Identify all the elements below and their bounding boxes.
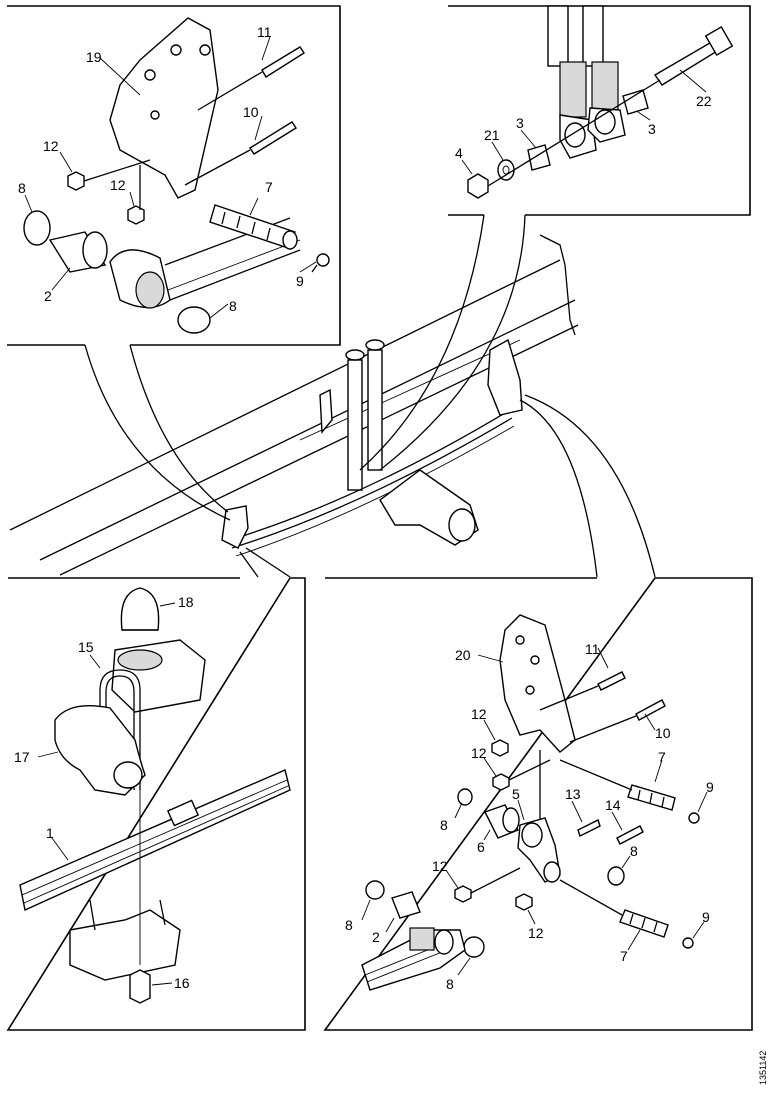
callout-leaders xyxy=(84,214,656,578)
label-8: 8 xyxy=(345,917,353,933)
label-8: 8 xyxy=(18,180,26,196)
label-15: 15 xyxy=(78,639,94,655)
figure-reference: 1351142 xyxy=(758,1051,768,1085)
label-19: 19 xyxy=(86,49,102,65)
label-3: 3 xyxy=(516,115,524,131)
label-18: 18 xyxy=(178,594,194,610)
label-1: 1 xyxy=(46,825,54,841)
label-17: 17 xyxy=(14,749,30,765)
panel-axle-u-bolt-mounting xyxy=(6,577,306,1031)
label-3: 3 xyxy=(648,121,656,137)
label-7: 7 xyxy=(265,179,273,195)
label-11: 11 xyxy=(257,24,272,40)
panel-shock-absorber-mount xyxy=(448,5,751,216)
label-9: 9 xyxy=(296,273,304,289)
panel-front-hanger-exploded xyxy=(7,5,341,346)
panel-rear-hanger-exploded xyxy=(323,577,753,1031)
label-9: 9 xyxy=(702,909,710,925)
overview-chassis xyxy=(9,234,579,576)
label-12: 12 xyxy=(471,745,487,761)
label-16: 16 xyxy=(174,975,190,991)
label-13: 13 xyxy=(565,786,581,802)
label-14: 14 xyxy=(605,797,621,813)
label-4: 4 xyxy=(455,145,463,161)
label-2: 2 xyxy=(44,288,52,304)
label-11: 11 xyxy=(585,641,600,657)
label-8: 8 xyxy=(446,976,454,992)
label-12: 12 xyxy=(43,138,59,154)
label-12: 12 xyxy=(110,177,126,193)
label-12: 12 xyxy=(471,706,487,722)
label-2: 2 xyxy=(372,929,380,945)
label-6: 6 xyxy=(477,839,485,855)
label-22: 22 xyxy=(696,93,712,109)
label-7: 7 xyxy=(620,948,628,964)
label-21: 21 xyxy=(484,127,500,143)
label-10: 10 xyxy=(243,104,259,120)
label-8: 8 xyxy=(229,298,237,314)
label-20: 20 xyxy=(455,647,471,663)
label-5: 5 xyxy=(512,786,520,802)
label-12: 12 xyxy=(528,925,544,941)
label-10: 10 xyxy=(655,725,671,741)
label-9: 9 xyxy=(706,779,714,795)
label-12: 12 xyxy=(432,858,448,874)
label-8: 8 xyxy=(630,843,638,859)
part-labels: 19 11 10 12 12 8 7 2 9 8 22 3 21 4 3 18 … xyxy=(14,24,714,992)
label-7: 7 xyxy=(658,749,666,765)
label-8: 8 xyxy=(440,817,448,833)
